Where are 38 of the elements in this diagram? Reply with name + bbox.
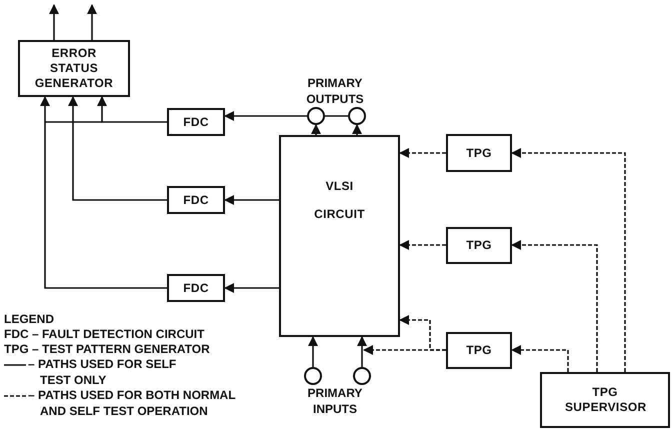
legend-text: – PATHS USED FOR BOTH NORMAL AND SELF TEST OPERATION <box>28 388 236 420</box>
process-box: TPG SUPERVISOR <box>540 372 670 428</box>
port-label: PRIMARY OUTPUTS <box>305 76 365 108</box>
dashed-arrow <box>399 240 446 250</box>
port-label: PRIMARY INPUTS <box>306 386 364 418</box>
process-box: FDC <box>167 186 225 214</box>
circuit-block: VLSI CIRCUIT <box>279 135 400 337</box>
arrow <box>352 124 362 135</box>
terminal-circle <box>307 107 325 125</box>
arrow <box>49 4 59 40</box>
arrow <box>40 96 167 289</box>
arrow <box>357 336 367 367</box>
legend-text: – PATHS USED FOR SELF TEST ONLY <box>28 357 178 388</box>
process-box: ERROR STATUS GENERATOR <box>18 40 130 97</box>
legend-text: TPG – TEST PATTERN GENERATOR <box>4 342 211 358</box>
process-box: FDC <box>167 108 225 136</box>
process-box: TPG <box>446 227 512 264</box>
terminal-circle <box>304 367 322 385</box>
dashed-arrow <box>363 345 446 355</box>
dashed-arrow <box>511 240 598 372</box>
process-box: TPG <box>446 332 512 369</box>
process-box: FDC <box>167 274 225 302</box>
legend-text: FDC – FAULT DETECTION CIRCUIT <box>4 327 206 343</box>
arrow <box>68 96 167 201</box>
arrow <box>311 124 321 135</box>
arrow <box>224 195 279 205</box>
arrow <box>224 111 307 121</box>
arrow <box>308 336 318 367</box>
terminal-circle <box>353 367 371 385</box>
dashed-arrow <box>511 148 626 372</box>
terminal-circle <box>348 107 366 125</box>
dashed-arrow <box>511 345 569 372</box>
dashed-arrow <box>399 148 446 158</box>
arrow <box>97 96 167 123</box>
arrow <box>87 4 97 40</box>
arrow <box>224 283 279 293</box>
process-box: TPG <box>446 134 512 172</box>
legend-title: LEGEND <box>4 312 56 328</box>
